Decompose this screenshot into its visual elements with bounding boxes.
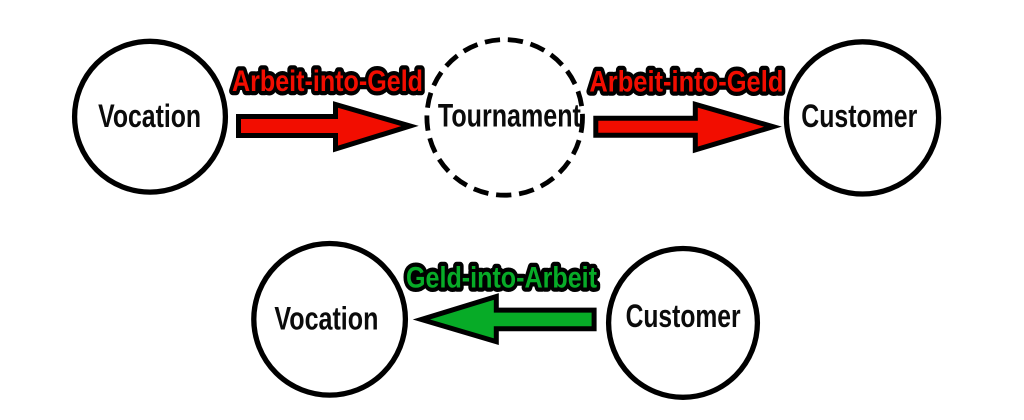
svg-text:Customer: Customer (626, 298, 741, 334)
svg-text:Customer: Customer (801, 98, 917, 134)
svg-text:Geld-into-Arbeit: Geld-into-Arbeit (406, 261, 597, 294)
svg-text:Vocation: Vocation (274, 301, 378, 337)
svg-text:Tournament: Tournament (438, 98, 581, 134)
svg-text:Arbeit-into-Geld: Arbeit-into-Geld (232, 65, 423, 98)
svg-text:Vocation: Vocation (98, 98, 201, 134)
svg-text:Arbeit-into-Geld: Arbeit-into-Geld (589, 65, 783, 98)
